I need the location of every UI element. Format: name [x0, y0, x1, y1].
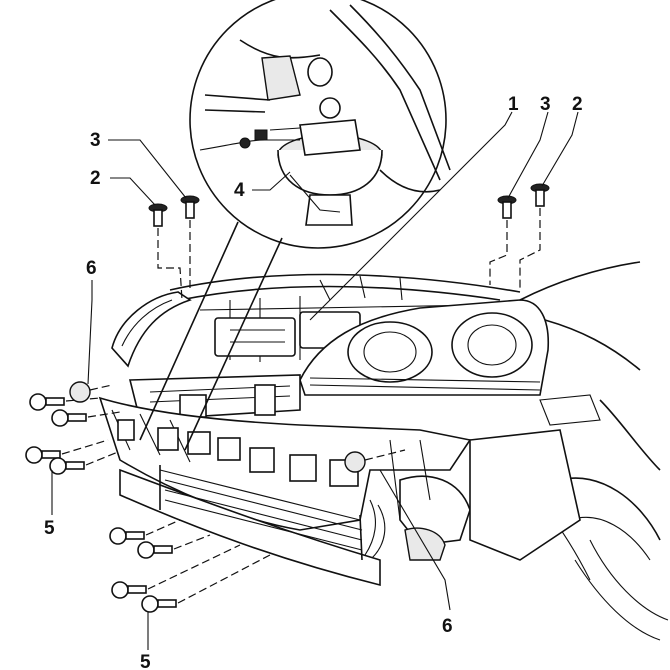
detail-projection-lines [139, 221, 283, 451]
right-headlight [299, 299, 550, 396]
callout-3-left: 3 [90, 130, 101, 151]
bolts-5-left [25, 393, 121, 475]
lower-right-components [389, 394, 601, 561]
left-headlight [111, 291, 192, 368]
clip-6-right [344, 449, 406, 473]
bolt [137, 534, 211, 559]
bolts-5-lower [109, 519, 271, 613]
callout-3-right: 3 [540, 94, 551, 115]
bolt-2-right [519, 183, 550, 288]
callout-5-bottom: 5 [140, 652, 151, 670]
callout-5-left: 5 [44, 518, 55, 539]
bumper-carrier [98, 396, 472, 531]
callout-6-left: 6 [86, 258, 97, 279]
callout-4: 4 [234, 180, 245, 201]
clip-6-left [69, 381, 113, 403]
lock-carrier [128, 374, 301, 421]
bolt [51, 409, 121, 427]
bolt-3-right [489, 195, 517, 285]
callout-1: 1 [508, 94, 519, 115]
bolt [141, 554, 271, 613]
bolt-3-left [180, 195, 200, 290]
callout-2-right: 2 [572, 94, 583, 115]
wiring-harness [364, 499, 386, 559]
bolt [109, 519, 181, 545]
horn-detail-view [189, 0, 451, 249]
bolt [25, 439, 109, 464]
bolt [29, 393, 101, 411]
lower-grille [119, 465, 381, 587]
bolt [111, 544, 241, 599]
bolt [49, 451, 119, 475]
leader-lines [51, 111, 579, 650]
callout-6-right: 6 [442, 616, 453, 637]
callout-2-left: 2 [90, 168, 101, 189]
bolt-2-left [148, 203, 183, 301]
